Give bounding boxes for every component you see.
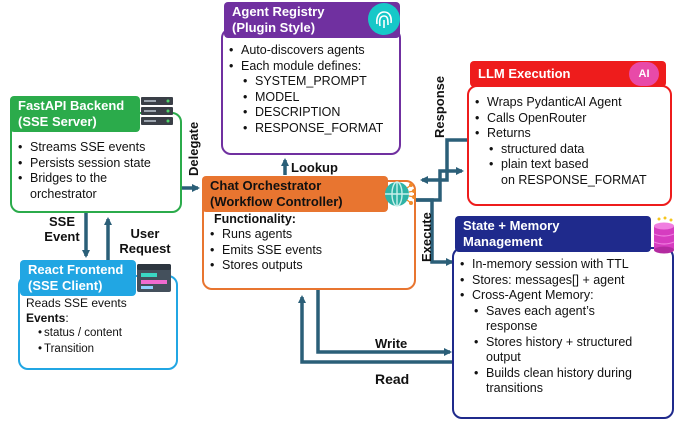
database-icon — [650, 216, 678, 254]
fastapi-item-continuation: orchestrator — [30, 186, 97, 201]
orchestrator-item: Runs agents — [208, 227, 414, 243]
orchestrator-heading: Functionality: — [214, 212, 296, 226]
fastapi-item: Bridges to the — [16, 171, 180, 187]
state-item: Cross-Agent Memory: — [458, 288, 672, 304]
fastapi-title: FastAPI Backend — [18, 98, 125, 113]
llm-title: LLM Execution — [478, 66, 571, 81]
orchestrator-item: Emits SSE events — [208, 243, 414, 259]
state-header: State + Memory Management — [455, 216, 651, 252]
state-subitem: Stores history + structured — [458, 335, 672, 351]
delegate-label: Delegate — [186, 121, 201, 176]
sse-event-label-line1: SSE — [48, 214, 75, 229]
state-title: State + Memory — [463, 218, 560, 233]
react-events-label: Events — [26, 311, 66, 325]
fingerprint-icon — [368, 3, 400, 35]
registry-subitem: SYSTEM_PROMPT — [227, 74, 399, 90]
state-box: In-memory session with TTL Stores: messa… — [452, 247, 674, 419]
llm-subitem-continuation: on RESPONSE_FORMAT — [501, 172, 647, 187]
server-rack-icon — [140, 96, 174, 128]
llm-subitem: structured data — [473, 142, 670, 158]
user-request-label-line2: Request — [119, 241, 171, 256]
globe-network-icon — [381, 176, 417, 212]
llm-box: Wraps PydanticAI Agent Calls OpenRouter … — [467, 85, 672, 206]
read-label: Read — [375, 371, 410, 387]
fastapi-header: FastAPI Backend (SSE Server) — [10, 96, 140, 132]
execute-arrow — [416, 167, 464, 202]
react-events-colon: : — [65, 311, 69, 325]
orchestrator-subtitle: (Workflow Controller) — [210, 194, 343, 209]
state-subitem: Builds clean history during — [458, 366, 672, 382]
sse-event-label: SSE Event — [42, 214, 82, 244]
user-request-label: User Request — [114, 226, 176, 256]
registry-subitem: RESPONSE_FORMAT — [227, 121, 399, 137]
react-header: React Frontend (SSE Client) — [20, 260, 136, 296]
user-request-label-line1: User — [130, 226, 160, 241]
state-subitem: Saves each agent’s — [458, 304, 672, 320]
state-subitem-continuation: output — [486, 350, 521, 364]
react-title: React Frontend — [28, 262, 124, 277]
fastapi-item: Streams SSE events — [16, 140, 180, 156]
ai-badge-text: AI — [638, 68, 650, 80]
read-arrow — [298, 295, 452, 364]
react-event-item: status / content — [22, 326, 176, 342]
fastapi-item: Persists session state — [16, 156, 180, 172]
agent-registry-subtitle: (Plugin Style) — [232, 20, 316, 35]
response-arrow — [420, 138, 467, 184]
sse-event-label-line2: Event — [44, 229, 80, 244]
browser-window-icon — [136, 262, 172, 294]
state-subtitle: Management — [463, 234, 543, 249]
react-event-item: Transition — [22, 342, 176, 358]
state-item: Stores: messages[] + agent — [458, 273, 672, 289]
llm-item: Wraps PydanticAI Agent — [473, 95, 670, 111]
orchestrator-title: Chat Orchestrator — [210, 178, 322, 193]
llm-subitem: plain text based — [473, 157, 670, 173]
registry-subitem: DESCRIPTION — [227, 105, 399, 121]
react-line1: Reads SSE events — [26, 296, 127, 310]
registry-item: Each module defines: — [227, 59, 399, 75]
orchestrator-item: Stores outputs — [208, 258, 414, 274]
agent-registry-title: Agent Registry — [232, 4, 325, 19]
agent-registry-box: Auto-discovers agents Each module define… — [221, 28, 401, 155]
write-label: Write — [375, 336, 408, 351]
registry-subitem: MODEL — [227, 90, 399, 106]
response-label: Response — [432, 75, 447, 138]
fastapi-subtitle: (SSE Server) — [18, 114, 97, 129]
ai-badge-icon: AI — [629, 62, 659, 86]
state-subitem-continuation: transitions — [486, 381, 543, 395]
state-item: In-memory session with TTL — [458, 257, 672, 273]
state-subitem-continuation: response — [486, 319, 538, 333]
react-events-line: Events: — [26, 311, 176, 326]
execute-label: Execute — [419, 212, 434, 262]
registry-item: Auto-discovers agents — [227, 43, 399, 59]
llm-item: Returns — [473, 126, 670, 142]
lookup-label: Lookup — [291, 160, 338, 175]
react-subtitle: (SSE Client) — [28, 278, 103, 293]
llm-item: Calls OpenRouter — [473, 111, 670, 127]
orchestrator-header: Chat Orchestrator (Workflow Controller) — [202, 176, 388, 212]
